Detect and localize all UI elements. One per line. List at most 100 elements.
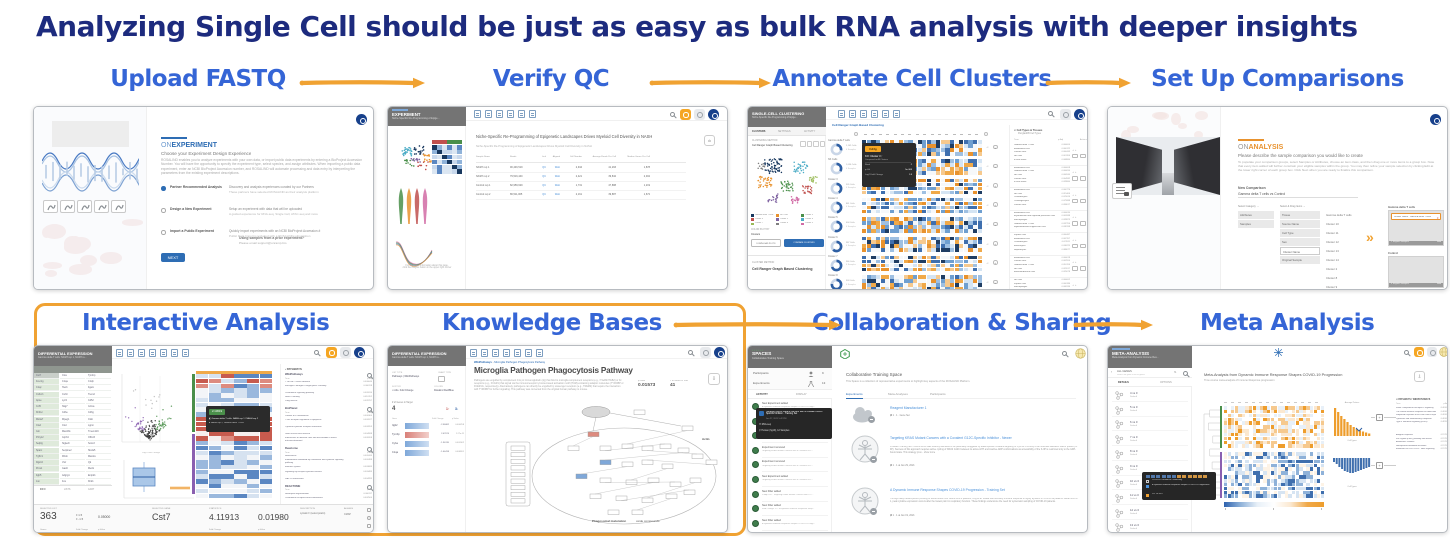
- field-value[interactable]: Rosalind Red/Blue: [434, 389, 454, 393]
- comparison-name[interactable]: 10 vs 0: [1130, 478, 1140, 483]
- gene-cell[interactable]: Siglech: [60, 441, 85, 448]
- expand-arrow-icon[interactable]: ⇢: [986, 260, 989, 265]
- insights-button[interactable]: [1414, 347, 1424, 357]
- search-icon[interactable]: [1062, 351, 1067, 356]
- view-button[interactable]: [1072, 288, 1078, 289]
- assign-arrow-icon[interactable]: ⇢ +: [1072, 283, 1077, 287]
- icon-box-array-icon[interactable]: [60, 200, 75, 213]
- download-button[interactable]: ⇩: [708, 373, 720, 385]
- clustering-method-value[interactable]: Cell Ranger Graph Based Clustering: [752, 144, 793, 147]
- gene-cell[interactable]: Ctsd: [34, 422, 59, 429]
- radio-unselected[interactable]: [161, 230, 166, 235]
- gene-cell[interactable]: Rhob: [60, 453, 85, 460]
- comparison-name[interactable]: 5 vs 0: [1130, 405, 1138, 410]
- toolbar-icon[interactable]: [485, 110, 492, 118]
- gene-name[interactable]: Itgb2: [392, 424, 398, 427]
- pathway-term[interactable]: Cytokine-cytokine receptor interaction: [285, 426, 322, 429]
- plot-type-button[interactable]: [813, 141, 819, 147]
- gene-cell[interactable]: Cx3cr1: [34, 391, 59, 398]
- tab-activity[interactable]: ACTIVITY: [804, 130, 816, 133]
- gene-cell[interactable]: Itgb5: [34, 472, 59, 479]
- add-to-list-button[interactable]: +: [1376, 462, 1383, 469]
- gene-cell[interactable]: Hexb: [60, 385, 85, 392]
- gene-cell[interactable]: C1qc: [34, 385, 59, 392]
- gene-cell[interactable]: Rgs10: [34, 460, 59, 467]
- toolbar-icon[interactable]: [529, 110, 536, 118]
- gene-cell[interactable]: Gas6: [60, 466, 85, 473]
- tab-clusters[interactable]: CLUSTERS: [752, 130, 766, 133]
- gene-cell[interactable]: Sparc: [34, 447, 59, 454]
- pathway-term[interactable]: Lung fibrosis: [285, 400, 298, 403]
- value-item[interactable]: Cluster 8: [1326, 276, 1338, 280]
- add-icon[interactable]: +: [993, 221, 998, 227]
- settings-icon[interactable]: [984, 131, 988, 136]
- gene-cell[interactable]: Lyz2: [60, 397, 85, 404]
- gene-cell[interactable]: P2ry12: [34, 435, 59, 442]
- assign-arrow-icon[interactable]: ⇢ +: [1072, 148, 1077, 152]
- assign-arrow-icon[interactable]: ⇢ +: [1072, 238, 1077, 242]
- gear-icon[interactable]: [340, 347, 351, 358]
- toolbar-icon[interactable]: [514, 349, 521, 357]
- value-item[interactable]: Cluster 2: [1326, 267, 1338, 271]
- gene-cell[interactable]: Man2b1: [60, 428, 85, 435]
- plot-type-button[interactable]: [806, 141, 812, 147]
- pathway-term[interactable]: Alzheimers Disease: [1396, 441, 1415, 444]
- pathway-term[interactable]: Chemokine receptors bind chemokines: [285, 496, 323, 499]
- gene-name[interactable]: C1qa: [392, 451, 398, 454]
- toolbar-icon[interactable]: [871, 110, 878, 118]
- comparison-name[interactable]: 4 vs 0: [1130, 390, 1138, 395]
- plot-type-button[interactable]: [800, 141, 806, 147]
- tab-activity[interactable]: ACTIVITY: [756, 392, 768, 396]
- pathway-term[interactable]: Immune system: [285, 466, 301, 469]
- pathway-term[interactable]: The human immune response to tuberculosi…: [1396, 410, 1436, 413]
- gene-cell[interactable]: Lgmn: [86, 422, 111, 429]
- assign-arrow-icon[interactable]: ⇢ +: [1072, 171, 1077, 174]
- account-icon[interactable]: [1074, 109, 1085, 120]
- activity-title[interactable]: Experiment removed: [762, 445, 786, 449]
- experiment-type-chip[interactable]: [1112, 183, 1132, 199]
- toolbar-icon[interactable]: [525, 349, 532, 357]
- table-link[interactable]: Web: [554, 184, 560, 187]
- gear-icon[interactable]: [694, 109, 705, 120]
- comparison-name[interactable]: 12 vs 0: [1130, 508, 1140, 513]
- account-icon[interactable]: [714, 347, 725, 358]
- gene-cell[interactable]: Grn: [34, 428, 59, 435]
- settings-icon[interactable]: [854, 131, 858, 136]
- add-to-list-button[interactable]: +: [1376, 414, 1383, 421]
- expand-arrow-icon[interactable]: ⇢: [986, 202, 989, 207]
- gene-cell[interactable]: Mpeg1: [60, 416, 85, 423]
- list-tab[interactable]: CART: [88, 488, 95, 491]
- delete-button[interactable]: [1080, 221, 1086, 226]
- toolbar-icon[interactable]: [492, 349, 499, 357]
- sort-icon[interactable]: ⇅: [1174, 370, 1177, 374]
- pathway-term[interactable]: Allograft Rejection: [1396, 434, 1413, 436]
- expand-arrow-icon[interactable]: ⇢: [986, 280, 989, 285]
- add-icon[interactable]: +: [993, 202, 998, 208]
- expand-arrow-icon[interactable]: ⇢: [986, 164, 989, 169]
- value-item[interactable]: Cluster 12: [1326, 240, 1339, 244]
- chip-remove-icon[interactable]: ×: [1436, 215, 1439, 220]
- delete-button[interactable]: [1080, 176, 1086, 181]
- delete-button[interactable]: [1080, 198, 1086, 203]
- gene-cell[interactable]: Fos: [60, 478, 85, 485]
- activity-title[interactable]: New Filter added: [762, 518, 781, 522]
- pathway-term[interactable]: Interactions of immune cells and microRN…: [285, 437, 337, 443]
- table-link[interactable]: QC: [542, 193, 546, 196]
- search-icon[interactable]: [1183, 371, 1188, 376]
- plot-type-button[interactable]: [819, 141, 825, 147]
- toolbar-icon[interactable]: [536, 349, 543, 357]
- toolbar-icon[interactable]: [838, 110, 845, 118]
- option-label[interactable]: Partner Recommended Analysis: [170, 185, 222, 189]
- assign-arrow-icon[interactable]: ⇢ +: [1072, 193, 1077, 197]
- breadcrumb-root[interactable]: WikiPathways: [474, 361, 492, 364]
- view-button[interactable]: [1072, 243, 1078, 248]
- account-icon[interactable]: [354, 347, 365, 358]
- option-label[interactable]: Design a New Experiment: [170, 207, 212, 211]
- add-icon[interactable]: +: [993, 279, 998, 285]
- group-chip[interactable]: Cluster Name : Gamma delta T cells×: [1391, 213, 1441, 220]
- delete-button[interactable]: [1080, 266, 1086, 271]
- delete-button[interactable]: [1080, 243, 1086, 248]
- category-item[interactable]: Attributes: [1238, 211, 1274, 219]
